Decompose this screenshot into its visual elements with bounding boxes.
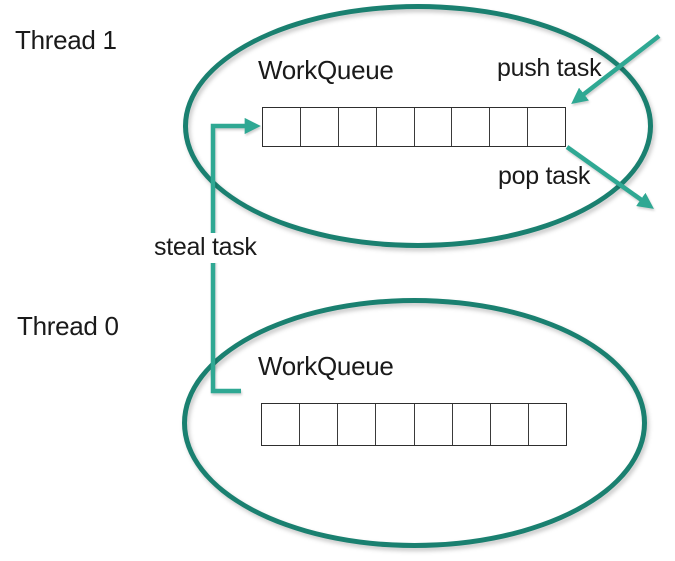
thread0-workqueue-title: WorkQueue [258, 351, 394, 381]
thread1-workqueue-title: WorkQueue [258, 55, 394, 85]
queue-cell [263, 108, 301, 146]
queue-cell [490, 108, 529, 146]
queue-cell [377, 108, 415, 146]
queue-cell [376, 404, 415, 445]
thread0-label: Thread 0 [17, 311, 119, 341]
push-task-label: push task [497, 54, 602, 82]
queue-cell [339, 108, 377, 146]
queue-cell [415, 108, 453, 146]
queue-cell [453, 404, 491, 445]
queue-cell [262, 404, 301, 445]
queue-cell [300, 404, 339, 445]
queue-cell [338, 404, 377, 445]
pop-task-label: pop task [498, 162, 591, 190]
thread1-ellipse [183, 4, 653, 248]
queue-cell [301, 108, 339, 146]
queue-cell [415, 404, 453, 445]
queue-cell [491, 404, 529, 445]
thread1-work-queue [262, 107, 566, 147]
thread0-work-queue [261, 403, 567, 446]
push-task-arrow [571, 34, 661, 104]
queue-cell [452, 108, 491, 146]
thread1-label: Thread 1 [15, 25, 117, 55]
steal-task-label: steal task [152, 233, 262, 264]
thread0-ellipse [182, 298, 647, 548]
pop-task-arrow [565, 145, 654, 209]
